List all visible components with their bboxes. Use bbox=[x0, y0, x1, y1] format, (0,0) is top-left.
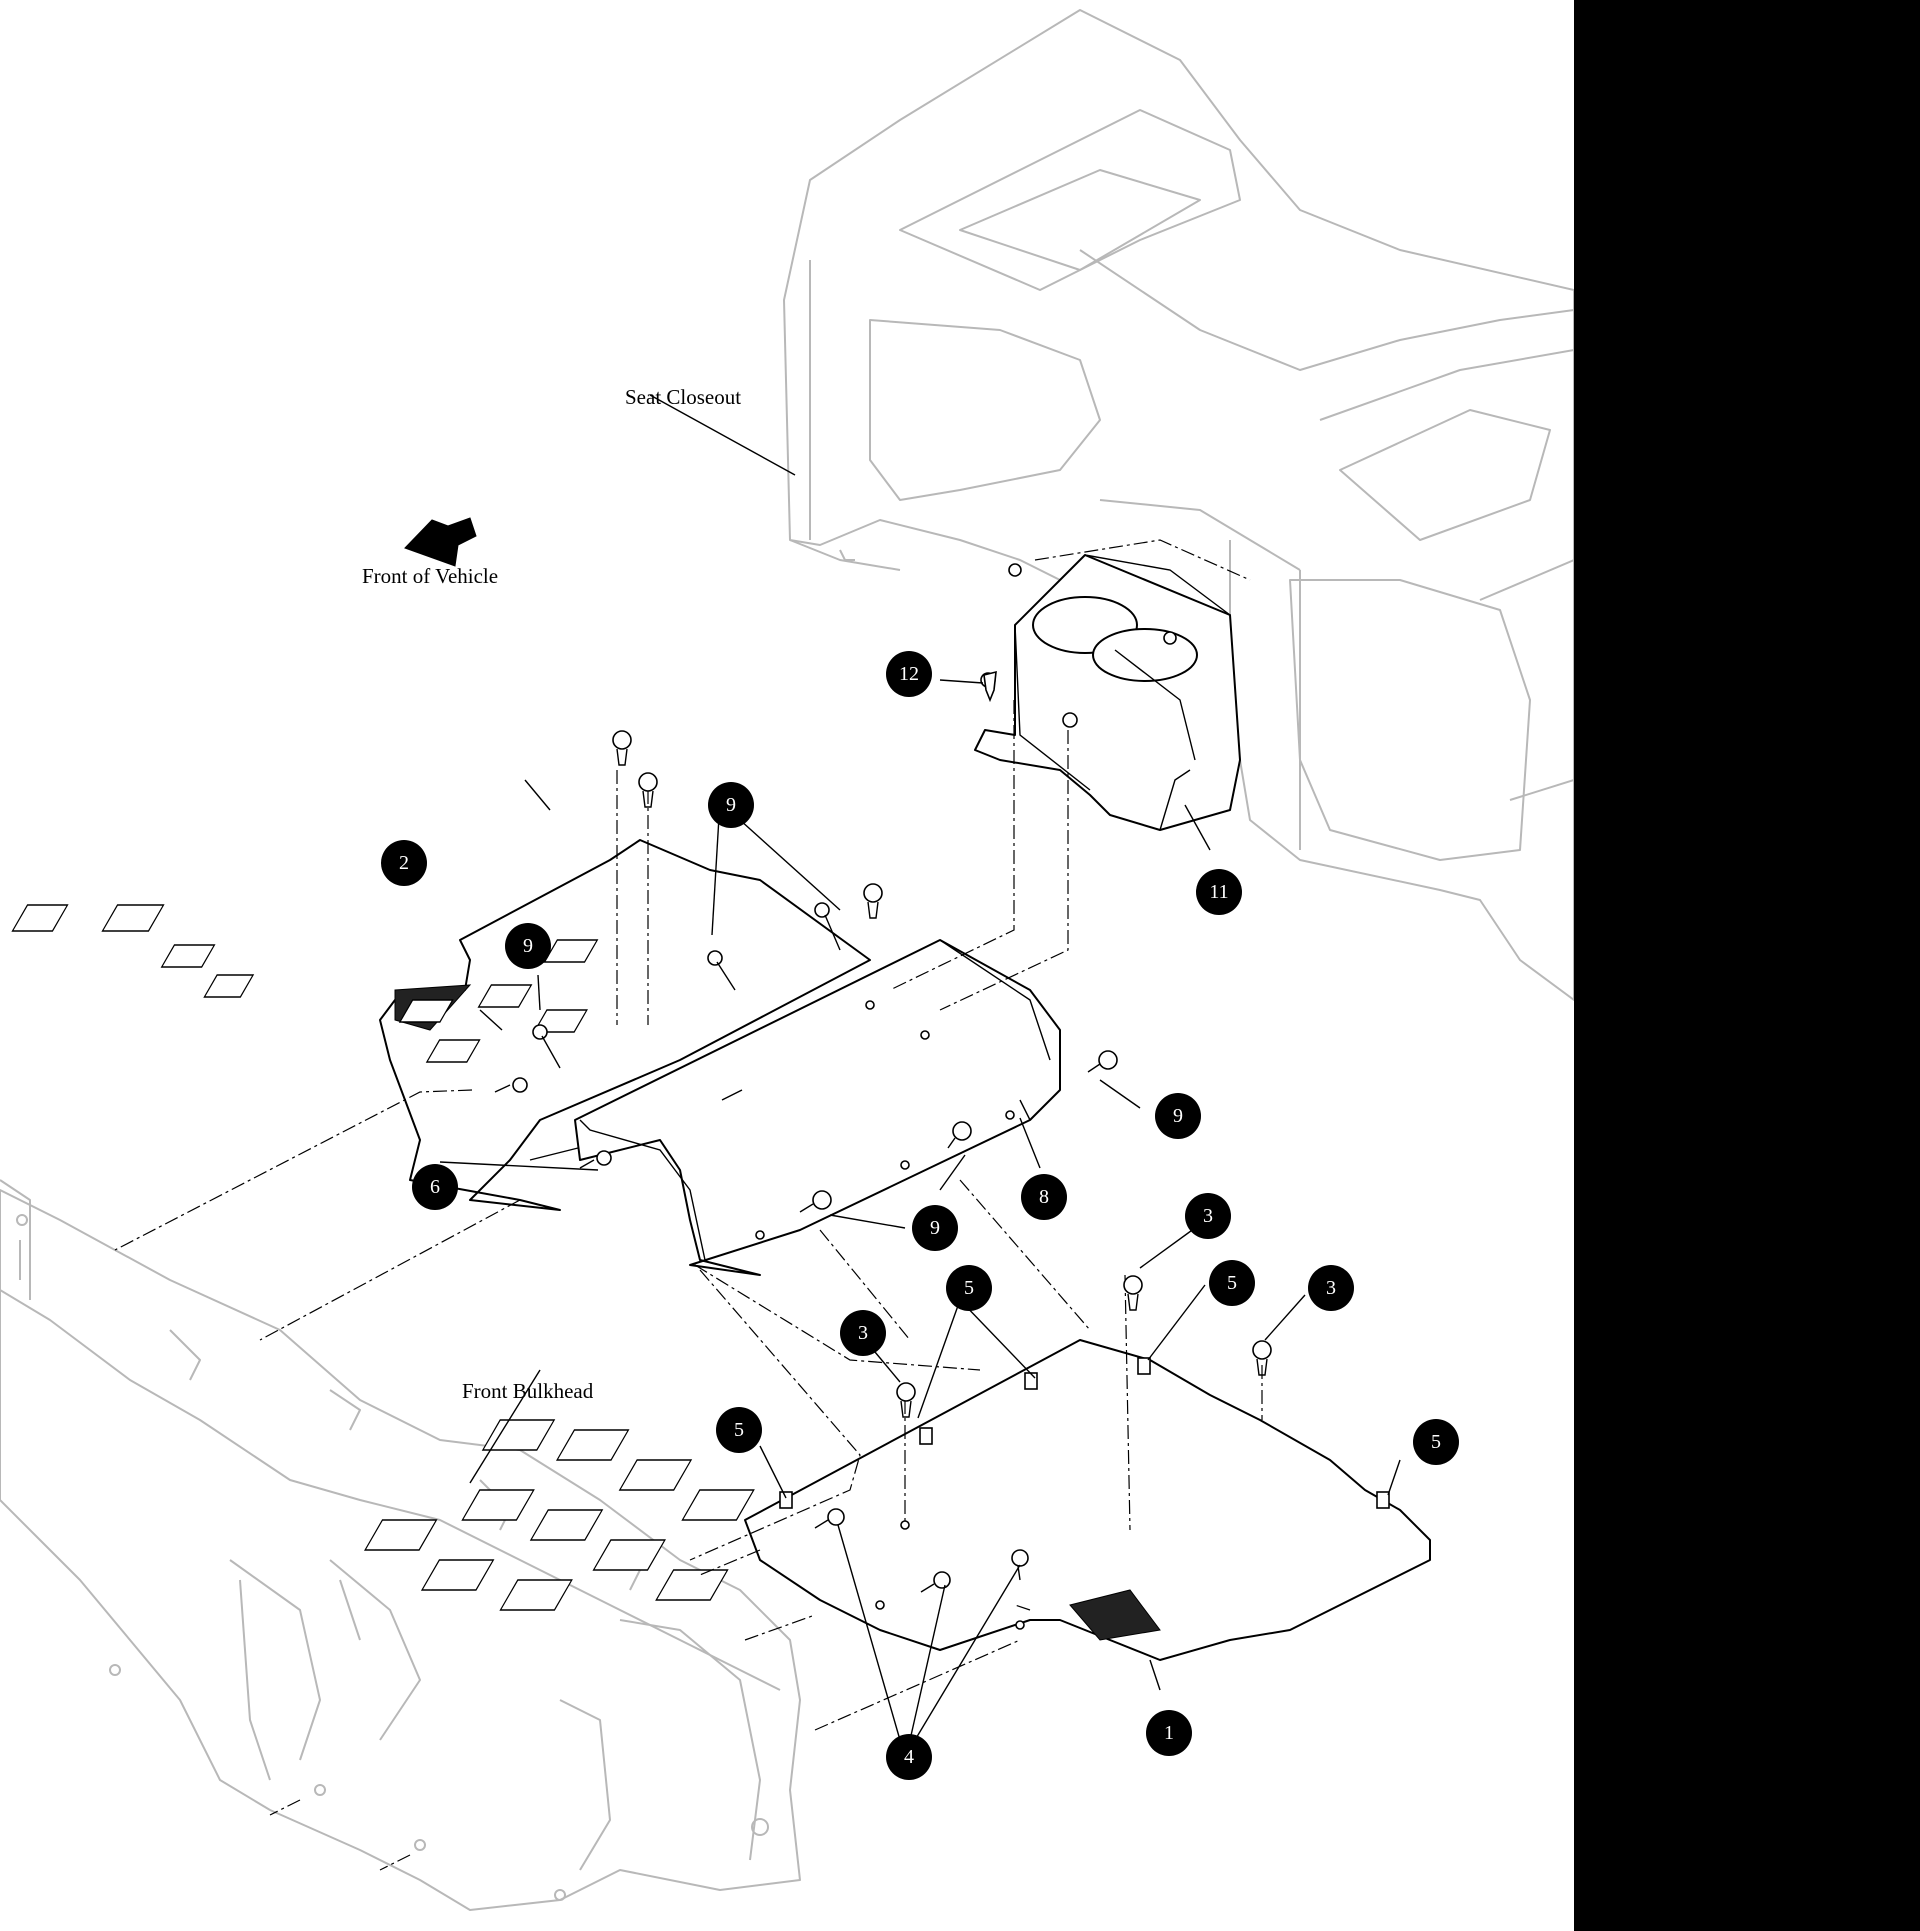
callout-marker: 4 bbox=[886, 1734, 932, 1780]
bolt-icon bbox=[896, 1382, 916, 1418]
clip-icon bbox=[779, 1491, 793, 1509]
callout-marker: 9 bbox=[1155, 1093, 1201, 1139]
clip-icon bbox=[919, 1427, 933, 1445]
lower-panel-grate bbox=[364, 1419, 755, 1611]
bolt-icon bbox=[707, 950, 736, 991]
center-tunnel-cover bbox=[574, 939, 1061, 1276]
upper-panel-grate bbox=[11, 904, 599, 1063]
callout-marker: 3 bbox=[1185, 1193, 1231, 1239]
svg-text:9: 9 bbox=[726, 794, 736, 816]
front-of-vehicle-label: Front of Vehicle bbox=[362, 564, 498, 588]
callout-marker: 9 bbox=[912, 1205, 958, 1251]
svg-text:5: 5 bbox=[734, 1419, 744, 1441]
clip-icon bbox=[1137, 1357, 1151, 1375]
svg-text:5: 5 bbox=[964, 1277, 974, 1299]
black-side-panel bbox=[1574, 0, 1920, 1931]
bolt-icon bbox=[863, 883, 883, 919]
callout-marker: 5 bbox=[1413, 1419, 1459, 1465]
clip-icon bbox=[1376, 1491, 1390, 1509]
seat-closeout-label: Seat Closeout bbox=[625, 385, 741, 409]
svg-text:9: 9 bbox=[523, 935, 533, 957]
bolt-icon bbox=[920, 1571, 951, 1593]
svg-text:12: 12 bbox=[899, 663, 919, 685]
svg-text:3: 3 bbox=[1203, 1205, 1213, 1227]
seat-closeout-ghost bbox=[783, 9, 1574, 1001]
callout-marker: 9 bbox=[708, 782, 754, 828]
bolt-icon bbox=[494, 1077, 528, 1093]
bolt-icon bbox=[814, 902, 841, 951]
lower-floor-panel bbox=[364, 1339, 1431, 1661]
callout-marker: 9 bbox=[505, 923, 551, 969]
bolt-icon bbox=[579, 1150, 612, 1169]
bolt-icon bbox=[638, 772, 658, 808]
svg-text:1: 1 bbox=[1164, 1722, 1174, 1744]
front-bulkhead-label: Front Bulkhead bbox=[462, 1379, 594, 1403]
bolt-icon bbox=[1123, 1275, 1143, 1311]
svg-text:5: 5 bbox=[1431, 1431, 1441, 1453]
bolt-icon bbox=[814, 1508, 845, 1529]
cup-holder-console bbox=[974, 554, 1241, 831]
front-of-vehicle-arrow bbox=[404, 517, 477, 567]
callout-marker: 5 bbox=[716, 1407, 762, 1453]
bolt-icon bbox=[1087, 1050, 1118, 1073]
bolt-icon bbox=[799, 1190, 832, 1213]
svg-text:3: 3 bbox=[858, 1322, 868, 1344]
svg-text:2: 2 bbox=[399, 852, 409, 874]
assembly-lines bbox=[114, 539, 1263, 1871]
clip-icon bbox=[983, 670, 997, 703]
svg-text:3: 3 bbox=[1326, 1277, 1336, 1299]
callout-marker: 1 bbox=[1146, 1710, 1192, 1756]
bolt-icon bbox=[612, 730, 632, 766]
callout-marker: 12 bbox=[886, 651, 932, 697]
upper-floor-panel bbox=[11, 839, 871, 1211]
callout-marker: 11 bbox=[1196, 869, 1242, 915]
clip-icon bbox=[1024, 1372, 1038, 1390]
bolt-icon bbox=[1252, 1340, 1272, 1376]
svg-text:4: 4 bbox=[904, 1746, 914, 1768]
svg-text:9: 9 bbox=[930, 1217, 940, 1239]
exploded-parts-diagram: Seat Closeout Front of Vehicle Front Bul… bbox=[0, 9, 1574, 1911]
svg-text:5: 5 bbox=[1227, 1272, 1237, 1294]
bolt-icon bbox=[532, 1024, 561, 1069]
fasteners bbox=[494, 670, 1390, 1593]
callout-marker: 5 bbox=[1209, 1260, 1255, 1306]
svg-text:11: 11 bbox=[1209, 881, 1228, 903]
callout-marker: 8 bbox=[1021, 1174, 1067, 1220]
callout-marker: 2 bbox=[381, 840, 427, 886]
svg-text:8: 8 bbox=[1039, 1186, 1049, 1208]
callout-marker: 3 bbox=[840, 1310, 886, 1356]
svg-text:9: 9 bbox=[1173, 1105, 1183, 1127]
svg-text:6: 6 bbox=[430, 1176, 440, 1198]
callout-marker: 5 bbox=[946, 1265, 992, 1311]
bolt-icon bbox=[947, 1121, 972, 1149]
callout-marker: 6 bbox=[412, 1164, 458, 1210]
callout-marker: 3 bbox=[1308, 1265, 1354, 1311]
